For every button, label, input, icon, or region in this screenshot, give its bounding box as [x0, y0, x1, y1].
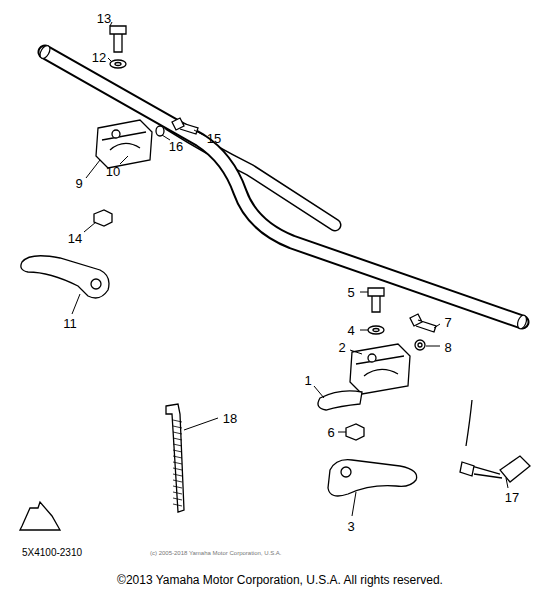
- tie-tooth: [173, 462, 182, 464]
- callout-number: 9: [75, 177, 82, 190]
- tie-tooth: [173, 468, 182, 470]
- part-code: 5X4100-2310: [22, 548, 82, 558]
- lever-bracket: [318, 391, 362, 410]
- screw: [410, 314, 436, 332]
- tie-tooth: [173, 444, 182, 446]
- tie-tooth: [173, 420, 182, 422]
- bolt: [368, 288, 384, 312]
- callout-number: 16: [169, 140, 183, 153]
- tie-tooth: [173, 450, 182, 452]
- tie-tooth: [173, 474, 182, 476]
- lever: [21, 256, 109, 298]
- nut: [94, 210, 112, 226]
- callout-number: 18: [223, 412, 237, 425]
- callout-number: 6: [327, 426, 334, 439]
- tie-tooth: [173, 498, 182, 500]
- lever-holder: [350, 344, 410, 394]
- tie-tooth: [173, 438, 182, 440]
- lever: [328, 460, 417, 496]
- nut: [346, 424, 364, 440]
- callout-number: 1: [304, 374, 311, 387]
- callout-number: 3: [347, 520, 354, 533]
- washer: [415, 340, 425, 350]
- lever-holder: [96, 120, 152, 168]
- callout-number: 4: [347, 324, 354, 337]
- handlebar: [45, 52, 522, 322]
- callout-number: 10: [106, 165, 120, 178]
- washer: [368, 326, 384, 334]
- tie-tooth: [173, 456, 182, 458]
- tie-tooth: [173, 426, 182, 428]
- tie-tooth: [173, 432, 182, 434]
- tie-tooth: [173, 486, 182, 488]
- leader-lines: [72, 22, 508, 516]
- bolt: [110, 26, 126, 52]
- copyright-note: ©2013 Yamaha Motor Corporation, U.S.A. A…: [117, 574, 443, 586]
- switch: [500, 456, 530, 482]
- callout-number: 12: [92, 51, 106, 64]
- callout-number: 7: [444, 316, 451, 329]
- cable-tie: [166, 404, 184, 512]
- callout-number: 11: [63, 317, 77, 330]
- washer: [156, 126, 164, 136]
- tie-tooth: [173, 480, 182, 482]
- callout-number: 8: [444, 341, 451, 354]
- tie-tooth: [173, 492, 182, 494]
- washer: [110, 60, 126, 68]
- callout-number: 17: [505, 491, 519, 504]
- fwd-arrow: [20, 502, 60, 530]
- screw: [172, 118, 198, 134]
- callout-number: 13: [97, 12, 111, 25]
- tie-tooth: [173, 504, 182, 506]
- watermark: (c) 2005-2018 Yamaha Motor Corporation, …: [150, 550, 282, 556]
- callout-number: 5: [347, 286, 354, 299]
- callout-number: 15: [207, 132, 221, 145]
- callout-number: 2: [338, 341, 345, 354]
- callout-number: 14: [68, 232, 82, 245]
